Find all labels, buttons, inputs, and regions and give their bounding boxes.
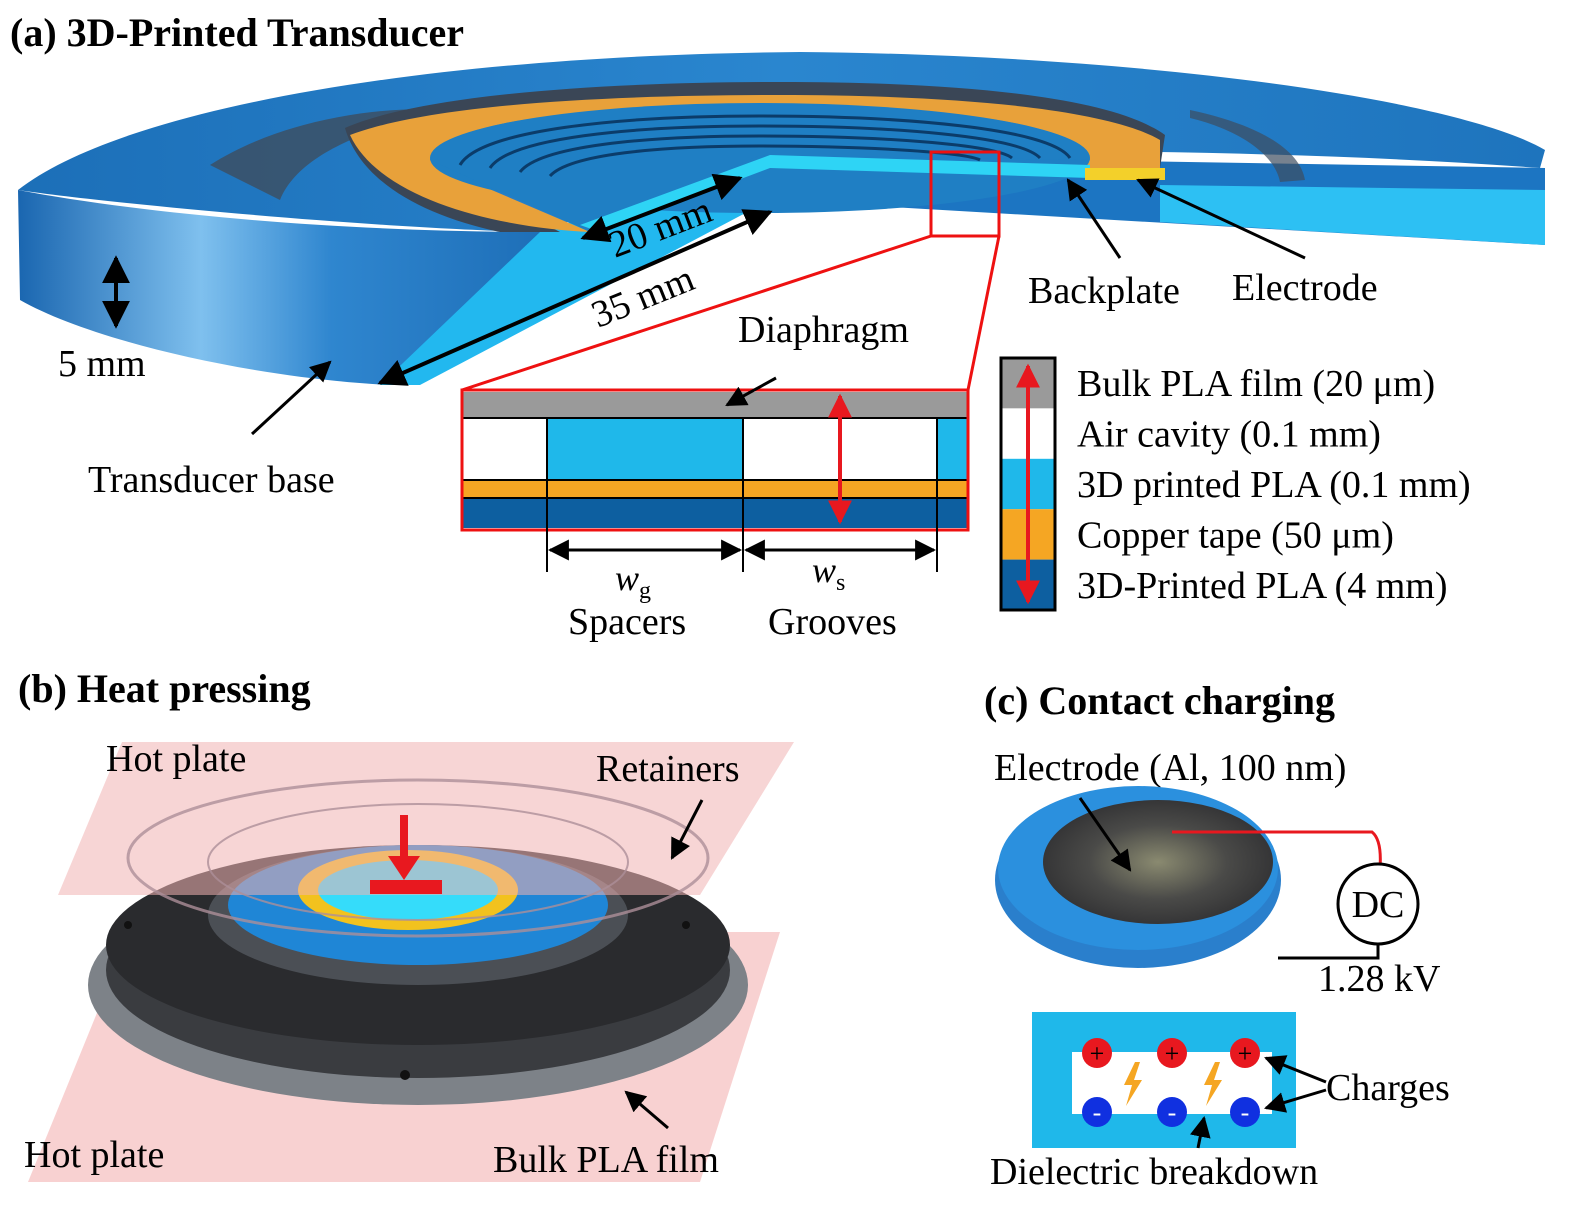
spacer-symbol: wg: [615, 558, 651, 604]
backplate-pointer: [1066, 178, 1122, 259]
press-arrow-head: [388, 856, 420, 880]
svg-text:+: +: [1165, 1039, 1180, 1068]
base-label: Transducer base: [88, 459, 335, 501]
electrode-cut: [1085, 168, 1165, 180]
legend-label: 3D-Printed PLA (4 mm): [1077, 565, 1447, 607]
panel-a-title: (a) 3D-Printed Transducer: [10, 10, 464, 55]
outer-groove-left: [210, 109, 450, 200]
hot-plate-top-label: Hot plate: [106, 738, 246, 780]
section-spacer-2: [937, 418, 968, 480]
plus-charge-icon: [1230, 1038, 1260, 1068]
panel-a: (a) 3D-Printed Transducer: [10, 10, 1545, 643]
panel-b: (b) Heat pressing Hot plate Retainers Ho…: [18, 666, 794, 1182]
panel-c: (c) Contact charging Electrode (Al, 100 …: [984, 678, 1450, 1193]
legend-frame: [999, 356, 1057, 612]
film-label: Bulk PLA film: [493, 1139, 719, 1181]
svg-text:+: +: [1090, 1039, 1105, 1068]
zoom-source-box: [929, 150, 1001, 238]
charges-pointer-top: [1264, 1055, 1327, 1084]
base-pointer: [250, 360, 332, 436]
panel-b-title: (b) Heat pressing: [18, 666, 311, 711]
spacer-label: Spacers: [568, 601, 686, 643]
negative-charges: - - -: [1082, 1097, 1260, 1127]
charges-label: Charges: [1326, 1067, 1450, 1109]
svg-text:-: -: [1093, 1098, 1102, 1127]
minus-charge-icon: [1230, 1097, 1260, 1127]
electrode-al-label: Electrode (Al, 100 nm): [994, 747, 1346, 789]
legend-label: 3D printed PLA (0.1 mm): [1077, 464, 1471, 506]
plus-charge-icon: [1157, 1038, 1187, 1068]
section-copper: [462, 480, 968, 498]
groove-label: Grooves: [768, 601, 897, 643]
section-diaphragm: [462, 392, 968, 418]
base-cut-face-rim: [1160, 185, 1545, 245]
breakdown-pointer: [1189, 1115, 1211, 1149]
electrode-al-pointer: [1078, 797, 1132, 872]
retainers-pointer: [670, 799, 704, 860]
groove-symbol: ws: [812, 550, 845, 596]
dim-outer-arrow: [377, 209, 773, 386]
electrode-label: Electrode: [1232, 267, 1378, 309]
press-plate: [370, 880, 442, 894]
legend-label: Bulk PLA film (20 μm): [1077, 363, 1435, 405]
svg-text:-: -: [1168, 1098, 1177, 1127]
legend-label: Air cavity (0.1 mm): [1077, 414, 1381, 456]
minus-charge-icon: [1082, 1097, 1112, 1127]
legend-label: Copper tape (50 μm): [1077, 514, 1394, 556]
spark-icons: [1124, 1062, 1222, 1106]
layer-legend: Bulk PLA film (20 μm) Air cavity (0.1 mm)…: [1001, 358, 1471, 610]
panel-c-title: (c) Contact charging: [984, 678, 1335, 723]
minus-charge-icon: [1157, 1097, 1187, 1127]
retainers-label: Retainers: [596, 748, 740, 790]
svg-text:-: -: [1241, 1098, 1250, 1127]
charges-pointer-bottom: [1263, 1088, 1327, 1113]
diaphragm-pointer: [725, 376, 777, 407]
svg-text:+: +: [1238, 1039, 1253, 1068]
zoom-line-right: [966, 235, 1001, 391]
al-electrode: [1043, 800, 1273, 924]
section-frame: [460, 388, 970, 532]
diaphragm-label: Diaphragm: [738, 309, 909, 351]
dim-height-label: 5 mm: [58, 343, 146, 385]
breakdown-label: Dielectric breakdown: [990, 1151, 1318, 1193]
outer-groove-right: [1190, 110, 1305, 182]
hot-plate-bottom-label: Hot plate: [24, 1134, 164, 1176]
positive-charges: + + +: [1082, 1038, 1260, 1068]
voltage-label: 1.28 kV: [1318, 958, 1441, 1000]
hot-plate-top: [58, 742, 794, 895]
plus-charge-icon: [1082, 1038, 1112, 1068]
electrode-pointer: [1136, 178, 1306, 260]
cross-section: [460, 388, 970, 572]
dc-source: [1336, 862, 1420, 946]
backplate-label: Backplate: [1028, 270, 1180, 312]
dc-label: DC: [1352, 884, 1405, 926]
positive-wire: [1172, 830, 1382, 869]
section-spacer: [547, 418, 743, 480]
film-pointer: [624, 1090, 669, 1130]
section-base: [462, 498, 968, 528]
